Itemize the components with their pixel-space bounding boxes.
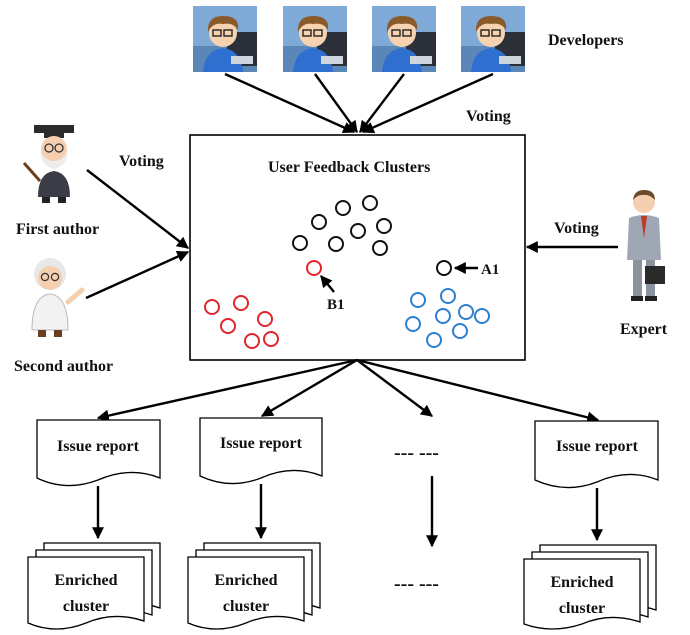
enriched-cluster-line2: cluster: [63, 598, 109, 615]
arrow-developer-to-clusters: [224, 72, 356, 134]
cluster-point: [204, 299, 220, 315]
cluster-point: [244, 333, 260, 349]
cluster-point: [311, 214, 327, 230]
arrow-developer-to-clusters: [314, 73, 358, 133]
first-author-label: First author: [16, 221, 99, 238]
enriched-cluster-line1: Enriched: [54, 572, 117, 589]
enriched-cluster-3: Enriched cluster: [523, 544, 657, 630]
enriched-cluster-line2: cluster: [559, 600, 605, 617]
clusters-title: User Feedback Clusters: [268, 159, 430, 176]
document-shape: [199, 417, 323, 485]
issue-report-label: Issue report: [556, 438, 639, 455]
point-a1-label: A1: [481, 262, 499, 278]
ellipsis-bottom: --- ---: [394, 573, 439, 595]
arrow-b1: [320, 275, 335, 293]
enriched-cluster-1: Enriched cluster: [27, 542, 161, 630]
point-b1: [306, 260, 322, 276]
cluster-point: [362, 195, 378, 211]
red-cluster: [204, 295, 279, 349]
cluster-point: [372, 240, 388, 256]
enriched-cluster-2: Enriched cluster: [187, 542, 321, 630]
issue-report-label: Issue report: [57, 438, 140, 455]
ellipsis-top: --- ---: [394, 442, 439, 464]
arrow-clusters-to-issue-report: [260, 358, 358, 418]
cluster-point: [257, 311, 273, 327]
cluster-point: [328, 236, 344, 252]
arrow-clusters-to-ellipsis: [356, 359, 433, 417]
arrow-second-author-to-clusters: [85, 250, 190, 300]
arrow-clusters-to-issue-report: [356, 358, 600, 424]
cluster-point: [452, 323, 468, 339]
issue-report-label: Issue report: [220, 435, 303, 452]
developer-icon: [460, 5, 526, 73]
developer-icon: [192, 5, 258, 73]
issue-report-3: Issue report: [534, 420, 659, 489]
cluster-point: [350, 223, 366, 239]
document-shape: [36, 419, 161, 487]
cluster-point: [435, 308, 451, 324]
voting-developers-label: Voting: [466, 108, 511, 125]
expert-label: Expert: [620, 321, 668, 338]
voting-expert-label: Voting: [554, 220, 599, 237]
businessman-icon: [627, 190, 665, 301]
cluster-point: [426, 332, 442, 348]
cluster-point: [233, 295, 249, 311]
scientist-icon: [31, 258, 85, 337]
second-author-label: Second author: [14, 358, 113, 375]
voting-authors-label: Voting: [119, 153, 164, 170]
arrow-first-author-to-clusters: [86, 169, 189, 249]
cluster-point: [220, 318, 236, 334]
cluster-point: [410, 292, 426, 308]
enriched-cluster-line2: cluster: [223, 598, 269, 615]
cluster-point: [405, 316, 421, 332]
developer-icon: [282, 5, 348, 73]
cluster-point: [292, 235, 308, 251]
blue-cluster: [405, 288, 490, 348]
document-shape: [534, 420, 659, 489]
black-cluster: [292, 195, 392, 256]
cluster-point: [263, 331, 279, 347]
cluster-point: [474, 308, 490, 324]
developer-icon: [371, 5, 437, 73]
enriched-cluster-line1: Enriched: [550, 574, 613, 591]
point-b1-label: B1: [327, 297, 345, 313]
professor-icon: [22, 125, 74, 203]
developers-label: Developers: [548, 32, 624, 49]
developers-group: [192, 5, 526, 73]
issue-report-1: Issue report: [36, 419, 161, 487]
enriched-cluster-line1: Enriched: [214, 572, 277, 589]
arrow-developer-to-clusters: [361, 72, 494, 134]
cluster-point: [376, 218, 392, 234]
issue-report-2: Issue report: [199, 417, 323, 485]
cluster-point: [335, 200, 351, 216]
cluster-point: [458, 304, 474, 320]
cluster-point: [440, 288, 456, 304]
point-a1: [436, 260, 452, 276]
arrow-clusters-to-issue-report: [96, 358, 358, 422]
